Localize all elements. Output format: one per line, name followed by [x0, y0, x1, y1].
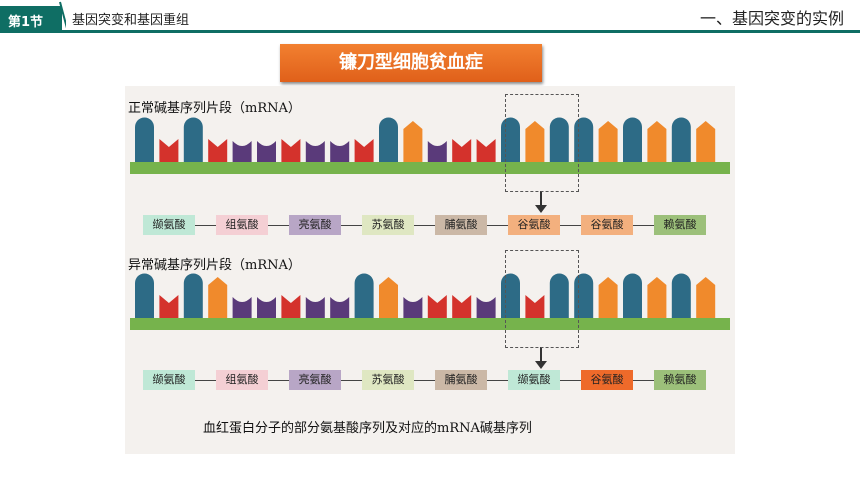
section-title: 一、基因突变的实例 [699, 9, 844, 28]
normal-link-7 [633, 225, 654, 226]
normal-sequence-label: 正常碱基序列片段（mRNA） [128, 101, 301, 116]
normal-link-5 [487, 225, 508, 226]
abnormal-base-20 [623, 273, 642, 318]
normal-amino-acid-6: 谷氨酸 [581, 215, 633, 235]
chapter-title: 基因突变和基因重组 [72, 13, 190, 28]
figure-caption: 血红蛋白分子的部分氨基酸序列及对应的mRNA碱基序列 [203, 421, 532, 436]
abnormal-link-7 [633, 380, 654, 381]
normal-base-9 [354, 139, 374, 162]
abnormal-link-2 [268, 380, 289, 381]
normal-link-1 [195, 225, 216, 226]
abnormal-base-22 [671, 273, 691, 318]
normal-base-3 [208, 139, 228, 162]
abnormal-amino-acid-4: 脯氨酸 [435, 370, 487, 390]
abnormal-base-16 [525, 295, 545, 318]
normal-amino-acid-0: 缬氨酸 [143, 215, 195, 235]
abnormal-amino-acid-1: 组氨酸 [216, 370, 268, 390]
normal-base-12 [427, 141, 447, 162]
normal-base-13 [452, 139, 472, 162]
abnormal-base-13 [452, 295, 472, 318]
normal-amino-acid-3: 苏氨酸 [362, 215, 414, 235]
abnormal-base-6 [281, 295, 301, 318]
normal-base-8 [330, 141, 350, 162]
abnormal-base-0 [135, 273, 154, 318]
normal-base-16 [525, 121, 545, 162]
normal-base-14 [476, 139, 496, 162]
abnormal-base-2 [183, 273, 203, 318]
badge-slash-icon [59, 1, 66, 29]
abnormal-link-4 [414, 380, 435, 381]
abnormal-base-9 [354, 273, 374, 318]
normal-amino-acid-7: 赖氨酸 [654, 215, 706, 235]
mrna-figure: 正常碱基序列片段（mRNA） 异常碱基序列片段（mRNA） 缬氨酸组氨酸亮氨酸苏… [125, 86, 735, 454]
normal-base-11 [403, 121, 423, 162]
abnormal-link-3 [341, 380, 362, 381]
abnormal-backbone [130, 318, 730, 330]
abnormal-amino-acid-2: 亮氨酸 [289, 370, 341, 390]
abnormal-base-1 [159, 295, 179, 318]
slide-title: 镰刀型细胞贫血症 [280, 44, 542, 82]
normal-base-1 [159, 139, 179, 162]
normal-link-3 [341, 225, 362, 226]
abnormal-base-23 [696, 277, 716, 318]
normal-base-5 [257, 141, 276, 162]
normal-base-7 [305, 141, 325, 162]
normal-arrow-icon-head [535, 205, 547, 213]
normal-amino-acid-5: 谷氨酸 [508, 215, 560, 235]
abnormal-codon-highlight [505, 250, 579, 348]
abnormal-sequence-label: 异常碱基序列片段（mRNA） [128, 258, 301, 273]
normal-base-20 [623, 117, 642, 162]
abnormal-base-7 [305, 297, 325, 318]
normal-base-17 [549, 117, 569, 162]
abnormal-amino-acid-7: 赖氨酸 [654, 370, 706, 390]
abnormal-base-10 [379, 277, 398, 318]
normal-base-22 [671, 117, 691, 162]
abnormal-base-3 [208, 277, 228, 318]
normal-base-23 [696, 121, 716, 162]
abnormal-base-19 [598, 277, 618, 318]
normal-backbone [130, 162, 730, 174]
normal-codon-highlight [505, 94, 579, 192]
normal-link-4 [414, 225, 435, 226]
abnormal-arrow-icon-head [535, 361, 547, 369]
normal-base-21 [647, 121, 667, 162]
normal-amino-acid-1: 组氨酸 [216, 215, 268, 235]
normal-link-2 [268, 225, 289, 226]
normal-base-2 [183, 117, 203, 162]
chapter-badge-label: 第1节 [8, 15, 44, 30]
normal-base-0 [135, 117, 154, 162]
abnormal-amino-acid-3: 苏氨酸 [362, 370, 414, 390]
abnormal-base-8 [330, 297, 350, 318]
normal-amino-acid-2: 亮氨酸 [289, 215, 341, 235]
normal-base-6 [281, 139, 301, 162]
abnormal-base-4 [232, 297, 252, 318]
header-rule [0, 30, 860, 33]
abnormal-link-5 [487, 380, 508, 381]
abnormal-base-12 [427, 295, 447, 318]
abnormal-link-1 [195, 380, 216, 381]
abnormal-amino-acid-6: 谷氨酸 [581, 370, 633, 390]
normal-amino-acid-4: 脯氨酸 [435, 215, 487, 235]
normal-base-4 [232, 141, 252, 162]
normal-base-19 [598, 121, 618, 162]
abnormal-base-5 [257, 297, 276, 318]
normal-base-10 [379, 117, 398, 162]
chapter-badge: 第1节 [0, 6, 62, 33]
abnormal-amino-acid-5: 缬氨酸 [508, 370, 560, 390]
abnormal-amino-acid-0: 缬氨酸 [143, 370, 195, 390]
abnormal-base-14 [476, 297, 496, 318]
abnormal-base-17 [549, 273, 569, 318]
normal-link-6 [560, 225, 581, 226]
abnormal-base-11 [403, 297, 423, 318]
abnormal-base-21 [647, 277, 667, 318]
abnormal-link-6 [560, 380, 581, 381]
